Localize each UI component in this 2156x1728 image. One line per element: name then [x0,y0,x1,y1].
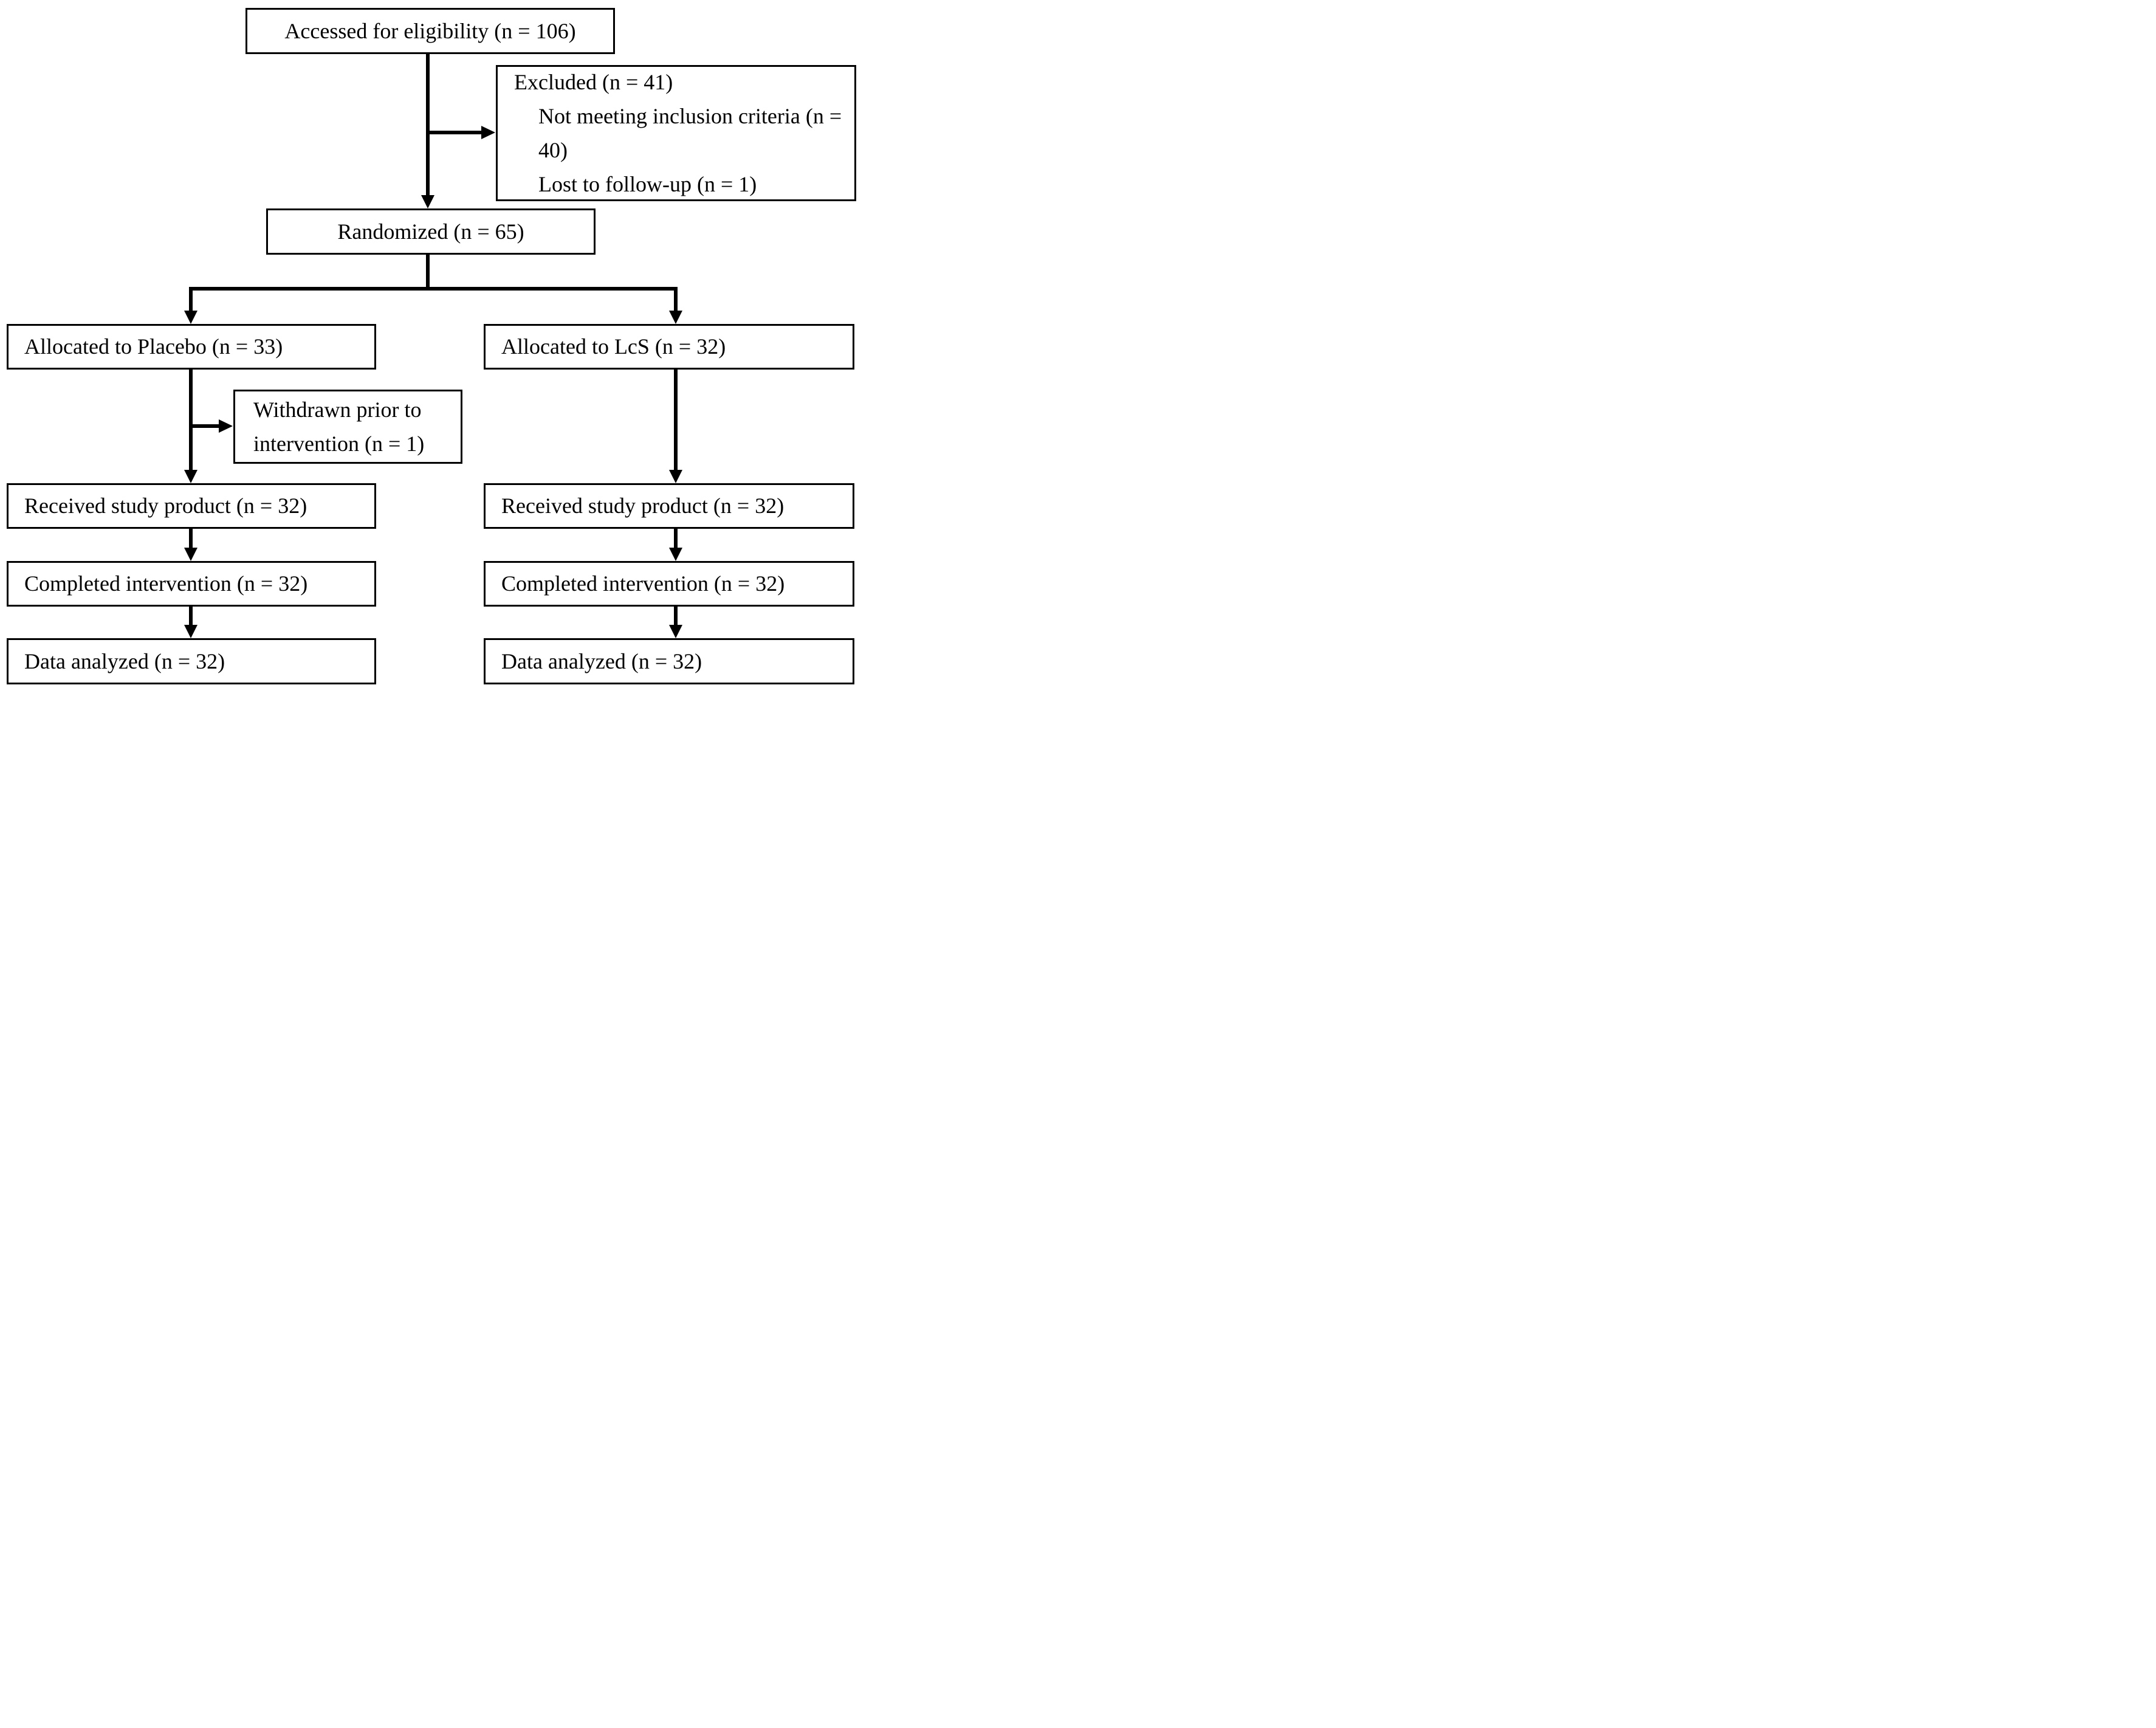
arrowhead-into-excluded [481,126,495,139]
excluded-item-not-meeting-criteria: Not meeting inclusion criteria (n = 40) [538,104,842,162]
received-lcs-box: Received study product (n = 32) [484,483,854,529]
connector-allocated-to-received-lcs [674,370,678,470]
allocated-lcs-label: Allocated to LcS (n = 32) [501,334,726,359]
arrowhead-into-completed-lcs [669,548,682,561]
analyzed-lcs-label: Data analyzed (n = 32) [501,649,702,673]
arrowhead-into-received-lcs [669,470,682,483]
withdrawn-box: Withdrawn prior to intervention (n = 1) [233,390,462,464]
analyzed-placebo-label: Data analyzed (n = 32) [24,649,225,673]
allocated-placebo-box: Allocated to Placebo (n = 33) [7,324,376,370]
arrowhead-into-received-placebo [184,470,197,483]
received-placebo-box: Received study product (n = 32) [7,483,376,529]
connector-allocated-to-received-placebo [189,370,193,470]
randomized-label: Randomized (n = 65) [337,219,524,244]
allocated-lcs-box: Allocated to LcS (n = 32) [484,324,854,370]
connector-branch-to-withdrawn [189,424,219,428]
arrowhead-into-randomized [421,195,434,208]
completed-lcs-box: Completed intervention (n = 32) [484,561,854,607]
excluded-box: Excluded (n = 41) Not meeting inclusion … [496,65,856,201]
connector-completed-to-analyzed-lcs [674,607,678,625]
randomized-box: Randomized (n = 65) [266,208,596,255]
arrowhead-into-completed-placebo [184,548,197,561]
arrowhead-into-allocated-lcs [669,311,682,324]
assessed-eligibility-box: Accessed for eligibility (n = 106) [245,8,615,54]
arrowhead-into-analyzed-lcs [669,625,682,638]
connector-completed-to-analyzed-placebo [189,607,193,625]
completed-placebo-box: Completed intervention (n = 32) [7,561,376,607]
arrowhead-into-withdrawn [219,419,233,433]
connector-received-to-completed-lcs [674,529,678,548]
excluded-item-lost-to-follow-up: Lost to follow-up (n = 1) [538,172,757,196]
consort-flow-diagram: Accessed for eligibility (n = 106) Exclu… [0,0,862,691]
connector-split-to-allocated-placebo [189,291,193,311]
split-bar [189,287,678,291]
completed-lcs-label: Completed intervention (n = 32) [501,571,785,596]
withdrawn-label: Withdrawn prior to intervention (n = 1) [253,398,425,456]
excluded-title: Excluded (n = 41) [514,70,673,94]
arrowhead-into-allocated-placebo [184,311,197,324]
allocated-placebo-label: Allocated to Placebo (n = 33) [24,334,283,359]
analyzed-placebo-box: Data analyzed (n = 32) [7,638,376,684]
connector-randomized-to-split [426,255,430,291]
arrowhead-into-analyzed-placebo [184,625,197,638]
completed-placebo-label: Completed intervention (n = 32) [24,571,308,596]
received-placebo-label: Received study product (n = 32) [24,494,307,518]
received-lcs-label: Received study product (n = 32) [501,494,784,518]
connector-split-to-allocated-lcs [674,291,678,311]
analyzed-lcs-box: Data analyzed (n = 32) [484,638,854,684]
connector-branch-to-excluded [426,131,482,134]
connector-assessed-to-randomized [426,54,430,196]
assessed-eligibility-label: Accessed for eligibility (n = 106) [284,18,576,43]
connector-received-to-completed-placebo [189,529,193,548]
